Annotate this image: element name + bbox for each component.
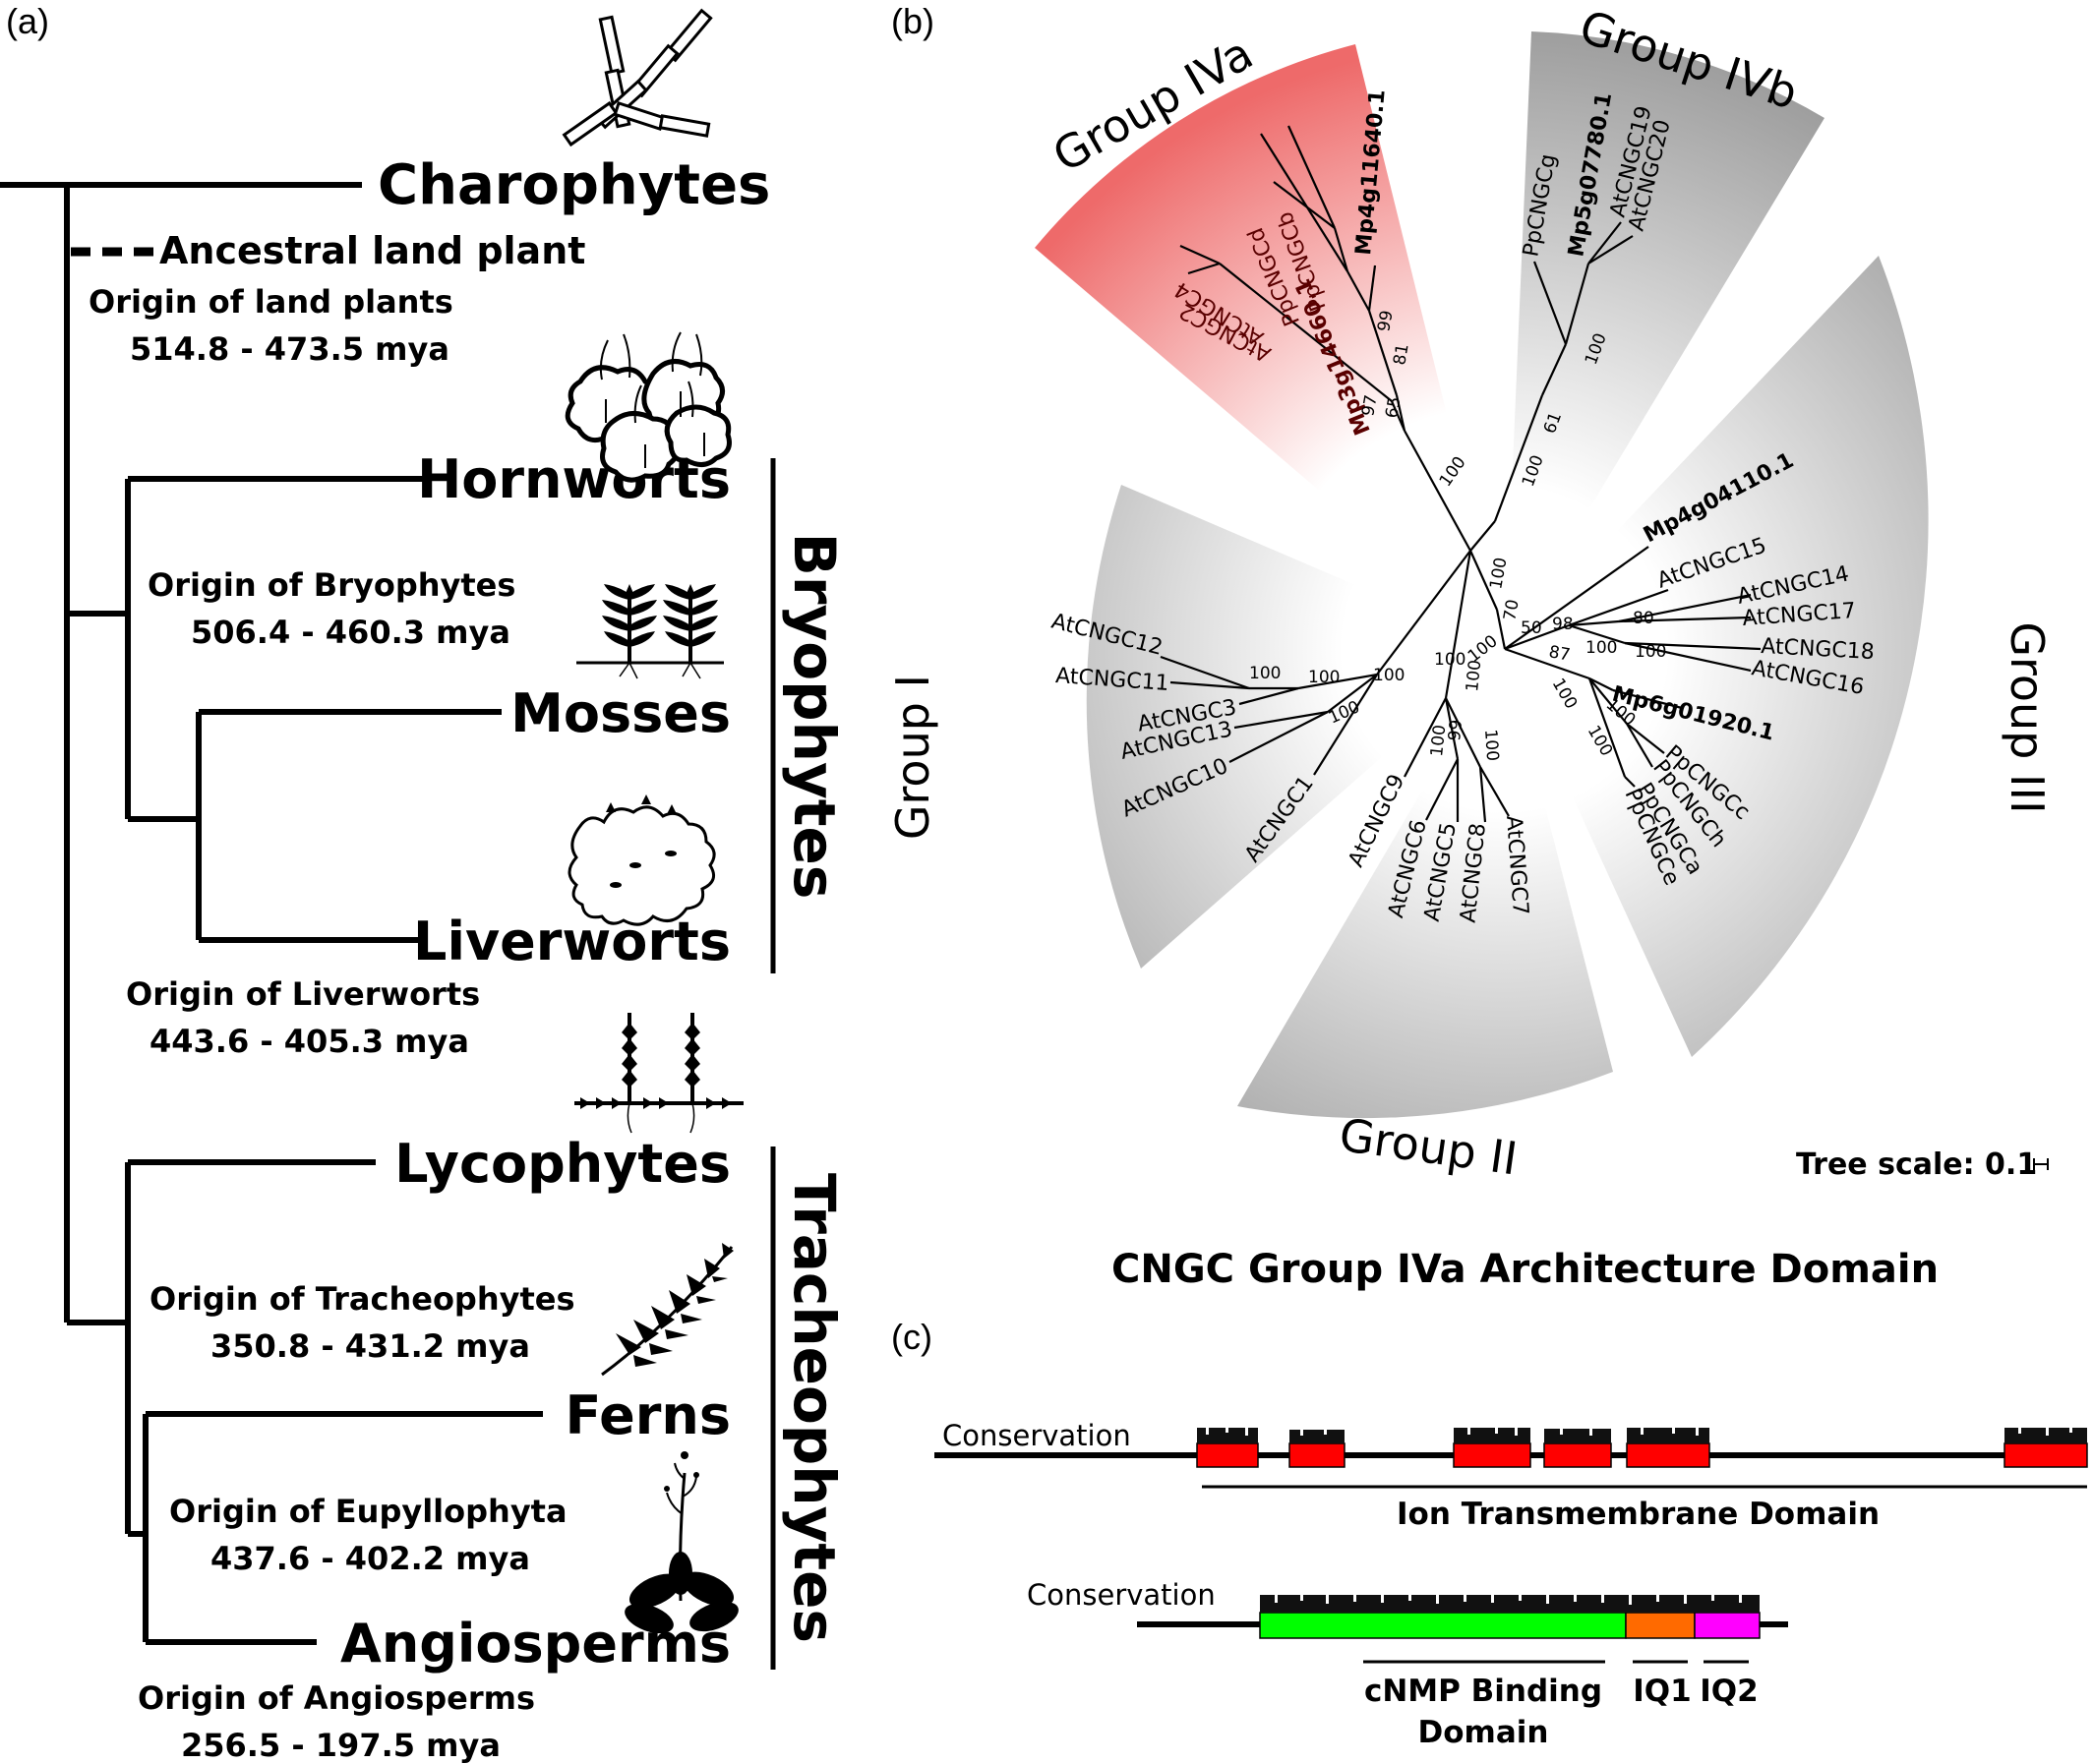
origin-land-plants-title: Origin of land plants [89,283,453,321]
bootstrap-value: 98 [1552,615,1574,634]
leaf-atcngc18: AtCNGC18 [1761,634,1876,665]
iq1-label: IQ1 [1633,1674,1691,1709]
wedge-group-i [1086,485,1505,969]
lycophyte-illustration [574,1013,744,1134]
bootstrap-value: 81 [1390,342,1412,367]
bootstrap-value: 99 [1445,719,1466,742]
iq2-segment [1694,1612,1761,1639]
conservation-label-tm: Conservation [942,1419,1131,1452]
origin-bryophytes-range: 506.4 - 460.3 mya [191,614,510,651]
panel-c: CNGC Group IVa Architecture Domain (c) C… [891,1247,2088,1750]
panel-b-label: (b) [891,1,934,41]
bootstrap-value: 100 [1486,556,1511,590]
taxon-liverworts: Liverworts [413,911,731,972]
architecture-title: CNGC Group IVa Architecture Domain [1111,1247,1939,1292]
origin-liverworts-range: 443.6 - 405.3 mya [150,1023,469,1060]
cngc-phylogenetic-tree [1160,125,1762,823]
bootstrap-value: 100 [1463,659,1485,692]
charophyte-filament-illustration [562,8,713,147]
origin-angiosperms-range: 256.5 - 197.5 mya [181,1727,501,1764]
bootstrap-value: 100 [1635,642,1666,662]
angiosperm-illustration [625,1451,739,1634]
origin-tracheophytes-title: Origin of Tracheophytes [150,1280,575,1318]
conservation-histogram-cnmp [1260,1595,1760,1613]
liverwort-illustration [568,794,716,926]
cnmp-binding-segment [1259,1612,1627,1639]
cnmp-domain-label-line1: cNMP Binding [1364,1674,1602,1709]
origin-land-plants-range: 514.8 - 473.5 mya [130,330,449,368]
taxon-ferns: Ferns [565,1384,731,1446]
conservation-label-cnmp: Conservation [1027,1578,1216,1612]
bootstrap-value: 99 [1374,309,1397,333]
conservation-histogram-tm [1197,1428,2087,1443]
bryophytes-label: Bryophytes [781,533,848,900]
group-i-label: Group I [886,675,939,840]
origin-eupyllophyta-title: Origin of Eupyllophyta [169,1493,568,1530]
bootstrap-value: 70 [1500,598,1523,622]
wedge-group-iva [1035,44,1505,649]
group-ii-label: Group II [1336,1108,1521,1186]
ion-domain-label: Ion Transmembrane Domain [1397,1497,1880,1532]
taxon-mosses: Mosses [510,682,731,744]
bootstrap-value: 100 [1480,729,1502,762]
panel-a-label: (a) [6,1,49,41]
bootstrap-value: 100 [1373,666,1405,685]
tm-segments [1196,1442,2088,1468]
panel-c-label: (c) [891,1317,932,1357]
land-plant-cladogram [0,182,543,1645]
tracheophytes-label: Tracheophytes [781,1173,848,1643]
taxon-lycophytes: Lycophytes [394,1133,731,1195]
origin-liverworts-title: Origin of Liverworts [126,975,480,1013]
bootstrap-value: 100 [1249,664,1281,683]
origin-tracheophytes-range: 350.8 - 431.2 mya [210,1327,530,1365]
panel-b: (b) Group IVa Group IVb Group III Group … [886,0,2054,1186]
iq1-segment [1625,1612,1696,1639]
tree-scale-label: Tree scale: 0.1 [1796,1147,2037,1182]
bootstrap-value: 100 [1308,668,1340,687]
bootstrap-value: 100 [1434,650,1465,670]
origin-angiosperms-title: Origin of Angiosperms [138,1679,535,1717]
bootstrap-value: 100 [1427,724,1450,757]
origin-eupyllophyta-range: 437.6 - 402.2 mya [210,1540,530,1577]
tree-scale-bar [2033,1158,2049,1170]
group-iii-label: Group III [2001,621,2054,813]
bootstrap-value: 65 [1382,395,1405,420]
hornwort-illustration [565,331,732,483]
bootstrap-value: 50 [1521,618,1542,638]
bootstrap-value: 100 [1585,638,1617,658]
wedge-group-ivb [1505,31,1824,649]
moss-illustration [576,584,724,679]
wedge-group-iii [1505,256,1929,1057]
origin-bryophytes-title: Origin of Bryophytes [148,566,515,604]
fern-illustration [601,1243,734,1377]
cnmp-domain-label-line2: Domain [1418,1715,1549,1750]
taxon-charophytes: Charophytes [378,153,770,217]
iq2-label: IQ2 [1700,1674,1758,1709]
wedge-group-ii [1237,649,1613,1119]
bootstrap-value: 87 [1547,642,1572,665]
bootstrap-value: 80 [1633,609,1654,628]
panel-a: (a) Bryophytes Tracheophytes Ch [0,1,848,1764]
taxon-ancestral-land-plant: Ancestral land plant [159,229,585,272]
bootstrap-value: 97 [1358,393,1381,418]
